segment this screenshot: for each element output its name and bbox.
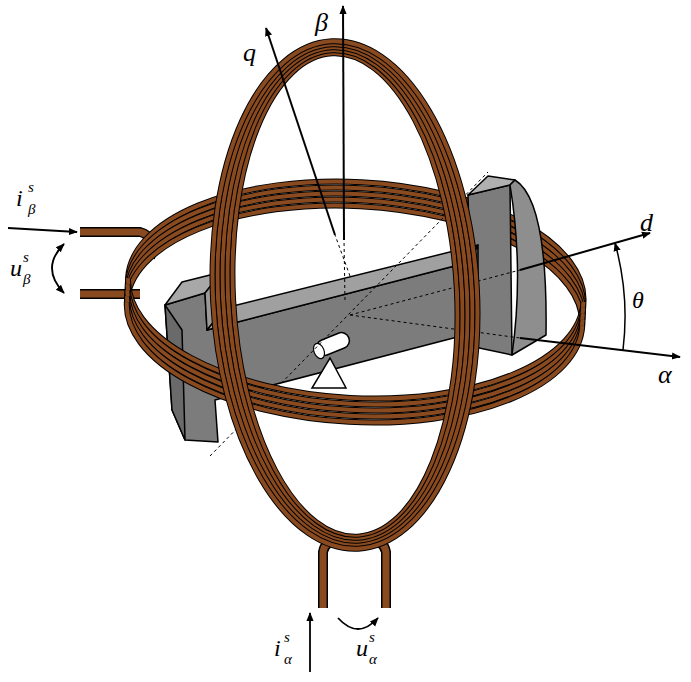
signal-name: u xyxy=(356,636,368,660)
axis-label: d xyxy=(640,210,653,236)
signal-superscript: s xyxy=(284,630,290,645)
axis-label: q xyxy=(243,40,256,66)
signal-superscript: s xyxy=(28,180,34,195)
angle-label: θ xyxy=(632,288,644,312)
signal-name: i xyxy=(274,636,281,660)
signal-subscript: α xyxy=(284,652,292,667)
signal-subscript: α xyxy=(369,652,377,667)
signal-name: i xyxy=(16,186,23,210)
signal-superscript: s xyxy=(23,250,29,265)
signal-superscript: s xyxy=(369,630,375,645)
axis-label: β xyxy=(315,10,328,36)
signal-subscript: β xyxy=(28,202,35,217)
axis-label: α xyxy=(658,362,672,388)
signal-name: u xyxy=(10,256,22,280)
signal-subscript: β xyxy=(23,272,30,287)
